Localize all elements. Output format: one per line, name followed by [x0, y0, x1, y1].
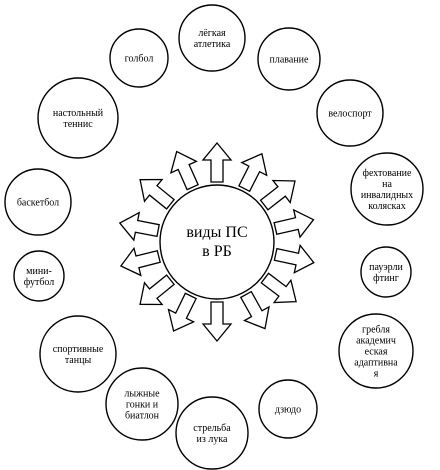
node-label-grebla-line-1: гребля [362, 325, 390, 336]
arrow-to-golbol [169, 150, 199, 191]
arrow-to-pauerlifting [273, 243, 315, 274]
arrow-to-velosport [259, 179, 296, 211]
node-label-dzyudo-line-1: дзюдо [275, 405, 301, 416]
node-label-basketbol-line-1: баскетбол [17, 198, 59, 209]
node-circle-nastolnyi-tennis [37, 77, 119, 159]
node-label-plavanie-line-1: плавание [270, 55, 310, 66]
node-plavanie: плавание [257, 27, 321, 91]
node-circle-plavanie [257, 27, 321, 91]
arrow-to-sportivnye-tancy [139, 274, 176, 306]
node-basketbol: баскетбол [4, 168, 72, 236]
arrow-to-basketbol [118, 211, 160, 242]
node-label-fekhtovanie-line-2: на [382, 179, 392, 190]
node-label-nastolnyi-tennis-line-2: теннис [63, 119, 93, 130]
node-label-grebla-line-5: я [374, 369, 379, 380]
node-label-grebla-line-3: еская [365, 347, 388, 358]
node-circle-pauerlifting [360, 246, 412, 298]
node-label-legkaya-atletika-line-1: лёгкая [198, 28, 226, 39]
node-label-strelba-iz-luka-line-2: из лука [197, 434, 228, 445]
node-label-golbol-line-1: голбол [125, 54, 154, 65]
node-circle-sportivnye-tancy [39, 315, 117, 393]
node-circle-dzyudo [258, 379, 318, 439]
node-label-fekhtovanie-line-4: колясках [368, 201, 405, 212]
node-label-sportivnye-tancy-line-2: танцы [65, 355, 92, 366]
center-node: виды ПС в РБ [159, 184, 275, 300]
arrow-to-lyzhnye-gonki [167, 292, 197, 332]
arrow-to-fekhtovanie [273, 208, 315, 239]
node-dzyudo: дзюдо [258, 379, 318, 439]
center-label-line-2: в РБ [202, 243, 232, 260]
node-circle-lyzhnye-gonki [105, 367, 179, 441]
arrow-to-legkaya-atletika [201, 141, 233, 183]
node-mini-futbol: мини-футбол [13, 250, 65, 302]
node-label-pauerlifting-line-1: пауэрли [369, 262, 403, 273]
node-label-grebla-line-4: адаптивна [354, 358, 398, 369]
node-label-lyzhnye-gonki-line-3: биатлон [125, 411, 160, 422]
node-circle-fekhtovanie [350, 152, 424, 226]
arrow-to-plavanie [238, 152, 268, 193]
node-circle-basketbol [4, 168, 72, 236]
node-label-sportivnye-tancy-line-1: спортивные [53, 344, 104, 355]
node-label-mini-futbol-line-2: футбол [24, 277, 55, 288]
arrow-to-strelba-iz-luka [201, 301, 233, 343]
node-label-fekhtovanie-line-3: инвалидных [361, 190, 413, 201]
arrow-to-dzyudo [239, 290, 270, 330]
node-label-fekhtovanie-line-1: фехтование [363, 168, 413, 179]
node-label-nastolnyi-tennis-line-1: настольный [53, 108, 104, 119]
node-label-lyzhnye-gonki-line-2: гонки и [126, 400, 159, 411]
arrows-layer [118, 141, 315, 343]
node-circle-velosport [316, 79, 384, 147]
arrow-to-nastolnyi-tennis [139, 178, 176, 210]
node-label-pauerlifting-line-2: фтинг [373, 273, 399, 284]
node-circle-strelba-iz-luka [175, 396, 249, 470]
center-label-line-1: виды ПС [186, 224, 247, 241]
node-circle-golbol [109, 28, 169, 88]
arrow-to-grebla [260, 272, 297, 304]
node-circle-grebla [338, 313, 414, 389]
node-circle-mini-futbol [13, 250, 65, 302]
node-golbol: голбол [109, 28, 169, 88]
node-velosport: велоспорт [316, 79, 384, 147]
node-label-strelba-iz-luka-line-1: стрельба [193, 423, 231, 434]
node-label-legkaya-atletika-line-2: атлетика [194, 39, 231, 50]
node-label-grebla-line-2: академич [356, 336, 396, 347]
node-label-velosport-line-1: велоспорт [328, 109, 372, 120]
node-label-lyzhnye-gonki-line-1: лыжные [124, 389, 160, 400]
arrow-to-mini-futbol [119, 246, 161, 277]
center-circle [159, 184, 275, 300]
node-circle-legkaya-atletika [178, 4, 246, 72]
node-label-mini-futbol-line-1: мини- [26, 266, 52, 277]
